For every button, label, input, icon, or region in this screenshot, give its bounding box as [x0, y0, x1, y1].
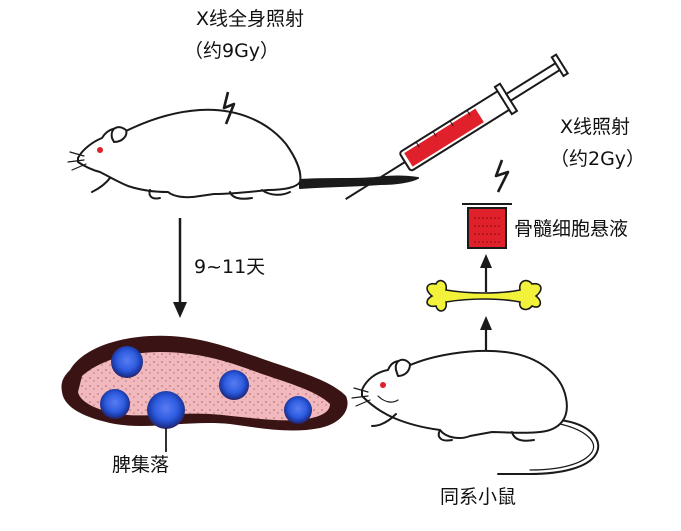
mouse-icon [351, 349, 600, 475]
arrow-icon [173, 218, 187, 318]
lightning-bolt-icon [222, 91, 236, 125]
syringe-icon [345, 53, 570, 200]
irradiation-label: X线照射 [560, 116, 631, 138]
arrow-icon [480, 254, 492, 292]
bone-marrow-suspension-label: 骨髓细胞悬液 [514, 218, 629, 240]
mouse-eye [380, 382, 386, 388]
bone-icon [426, 279, 542, 312]
spleen-colonies-label: 脾集落 [112, 454, 170, 476]
irradiated-mouse [67, 108, 419, 200]
dose-9gy-label: （约9Gy） [184, 40, 280, 62]
spleen-colony [100, 389, 130, 419]
irradiation-whole-body-label: X线全身照射 [196, 8, 305, 30]
mouse-eye [97, 147, 103, 153]
days-label: 9~11天 [194, 256, 266, 278]
lightning-bolt-icon [494, 159, 510, 193]
beaker-icon [462, 203, 512, 249]
spleen-colony [219, 370, 249, 400]
arrow-icon [480, 316, 492, 352]
dose-2gy-label: （约2Gy） [550, 148, 646, 170]
spleen-colony [284, 396, 312, 424]
syngeneic-mouse-label: 同系小鼠 [440, 486, 517, 508]
spleen-colony [147, 391, 185, 429]
spleen-colony [111, 346, 143, 378]
